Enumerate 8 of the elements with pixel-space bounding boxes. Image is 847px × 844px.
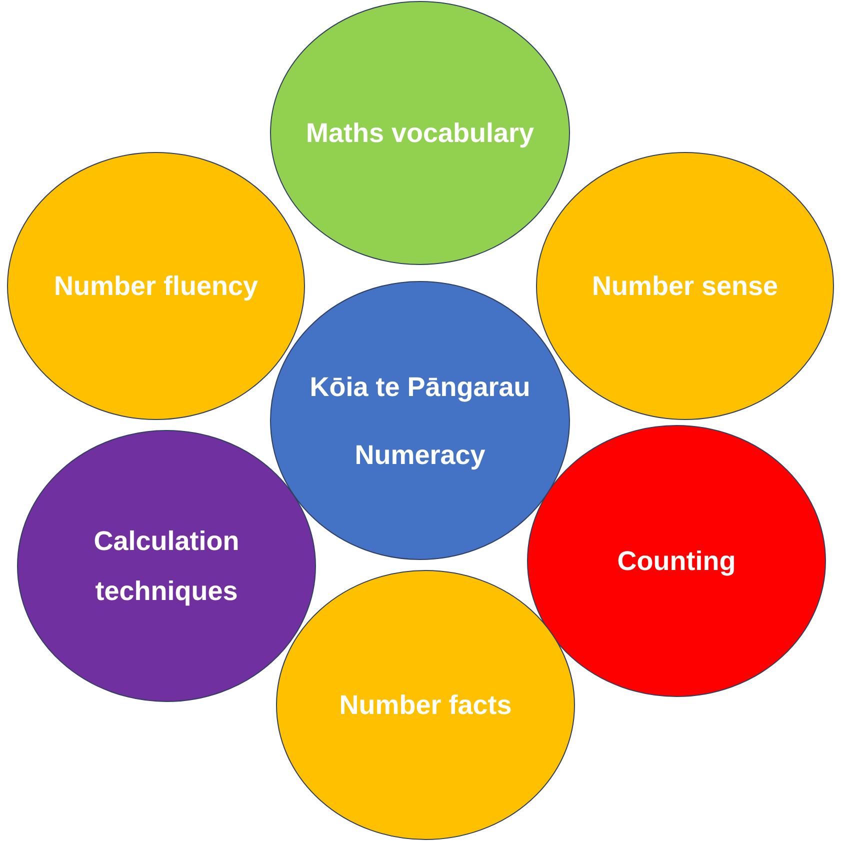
node-label: Number fluency bbox=[52, 270, 260, 303]
node-label: Kōia te Pāngarau bbox=[308, 370, 532, 404]
node-label: Counting bbox=[616, 545, 737, 578]
node-label: Numeracy bbox=[354, 438, 486, 472]
node-label: Maths vocabulary bbox=[305, 117, 535, 150]
node-label: Calculation techniques bbox=[92, 525, 240, 608]
node-label: Number facts bbox=[338, 689, 513, 722]
node-label: Number sense bbox=[590, 270, 780, 303]
